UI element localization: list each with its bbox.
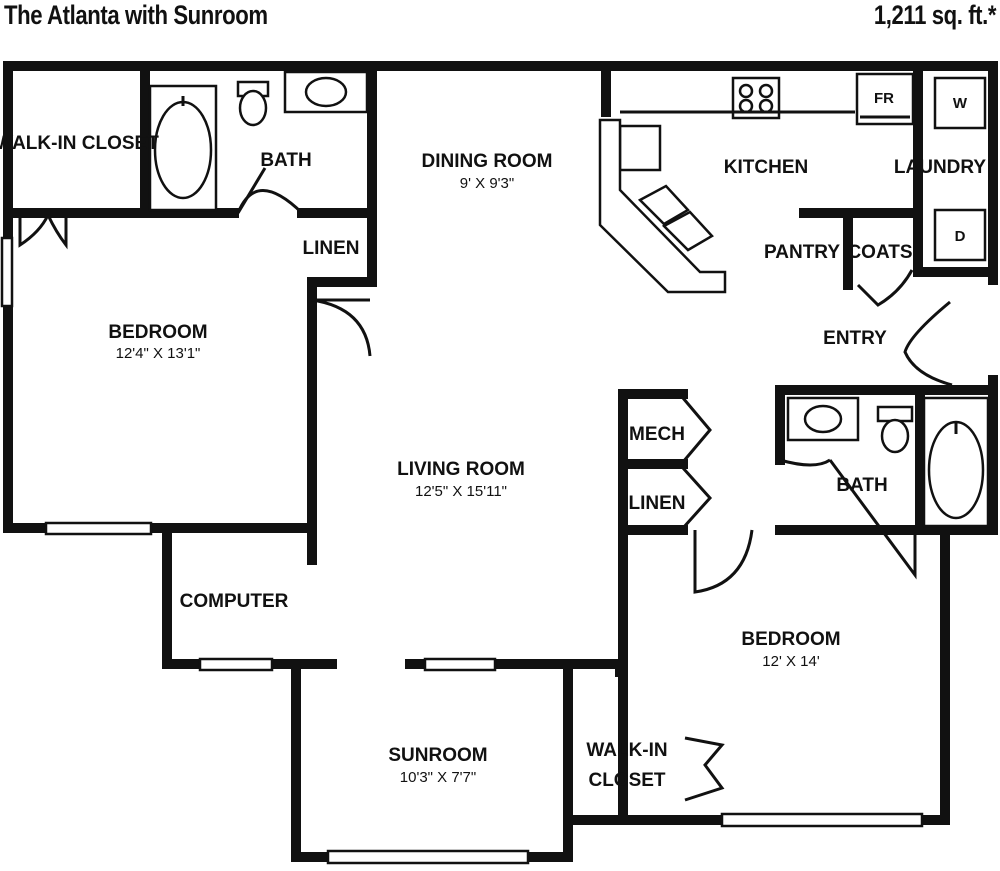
- window-living: [423, 657, 497, 672]
- label-dryer: D: [955, 228, 966, 245]
- window-bedroom-1: [44, 521, 153, 536]
- label-linen-1: LINEN: [303, 238, 360, 259]
- mech-door: [681, 397, 712, 463]
- entry-door: [903, 300, 953, 387]
- label-computer: COMPUTER: [180, 591, 289, 612]
- dim-bedroom-2: 12' X 14': [762, 653, 820, 670]
- window-bedroom-2: [720, 812, 924, 828]
- label-walk-in-closet-2b: CLOSET: [588, 770, 665, 791]
- label-coats: COATS: [847, 242, 912, 263]
- washer: [933, 76, 987, 130]
- dryer: [933, 208, 987, 262]
- kitchen-island: [598, 118, 727, 294]
- closet-door-2: [684, 736, 725, 802]
- linen-door-2: [681, 466, 713, 530]
- label-walk-in-closet-2a: WALK-IN: [586, 740, 667, 761]
- appliance-labels: FR W D: [874, 90, 968, 245]
- window-computer: [198, 657, 274, 672]
- label-bath-1: BATH: [260, 150, 311, 171]
- room-labels: WALK-IN CLOSET BATH DINING ROOM 9' X 9'3…: [0, 133, 986, 791]
- bath-door-1: [236, 189, 304, 215]
- dim-bedroom-1: 12'4" X 13'1": [116, 345, 201, 362]
- label-walk-in-closet-1: WALK-IN CLOSET: [0, 133, 159, 154]
- window-west: [0, 236, 14, 308]
- label-kitchen: KITCHEN: [724, 157, 808, 178]
- label-dining-room: DINING ROOM: [422, 151, 553, 172]
- plan-title: The Atlanta with Sunroom: [4, 0, 268, 30]
- label-bedroom-1: BEDROOM: [108, 322, 207, 343]
- label-fridge: FR: [874, 90, 894, 107]
- closet-door-1: [18, 214, 68, 250]
- label-linen-2: LINEN: [629, 493, 686, 514]
- dim-sunroom: 10'3" X 7'7": [400, 769, 476, 786]
- label-pantry: PANTRY: [764, 242, 840, 263]
- dim-living-room: 12'5" X 15'11": [415, 483, 507, 500]
- label-sunroom: SUNROOM: [388, 745, 487, 766]
- label-living-room: LIVING ROOM: [397, 459, 525, 480]
- bedroom-door-1: [311, 298, 372, 357]
- fixtures: [148, 70, 990, 528]
- label-mech: MECH: [629, 424, 685, 445]
- coats-door: [856, 269, 914, 307]
- bedroom-door-2: [693, 529, 754, 594]
- doors: [18, 167, 953, 802]
- dim-dining-room: 9' X 9'3": [460, 175, 514, 192]
- plan-area: 1,211 sq. ft.*: [873, 0, 997, 30]
- label-washer: W: [953, 95, 968, 112]
- bath-door-2: [828, 459, 917, 580]
- label-bedroom-2: BEDROOM: [741, 629, 840, 650]
- window-sunroom: [326, 849, 530, 865]
- label-laundry: LAUNDRY: [894, 157, 987, 178]
- label-entry: ENTRY: [823, 328, 887, 349]
- counter-corner: [618, 124, 662, 172]
- windows: [0, 236, 924, 865]
- label-bath-2: BATH: [836, 475, 887, 496]
